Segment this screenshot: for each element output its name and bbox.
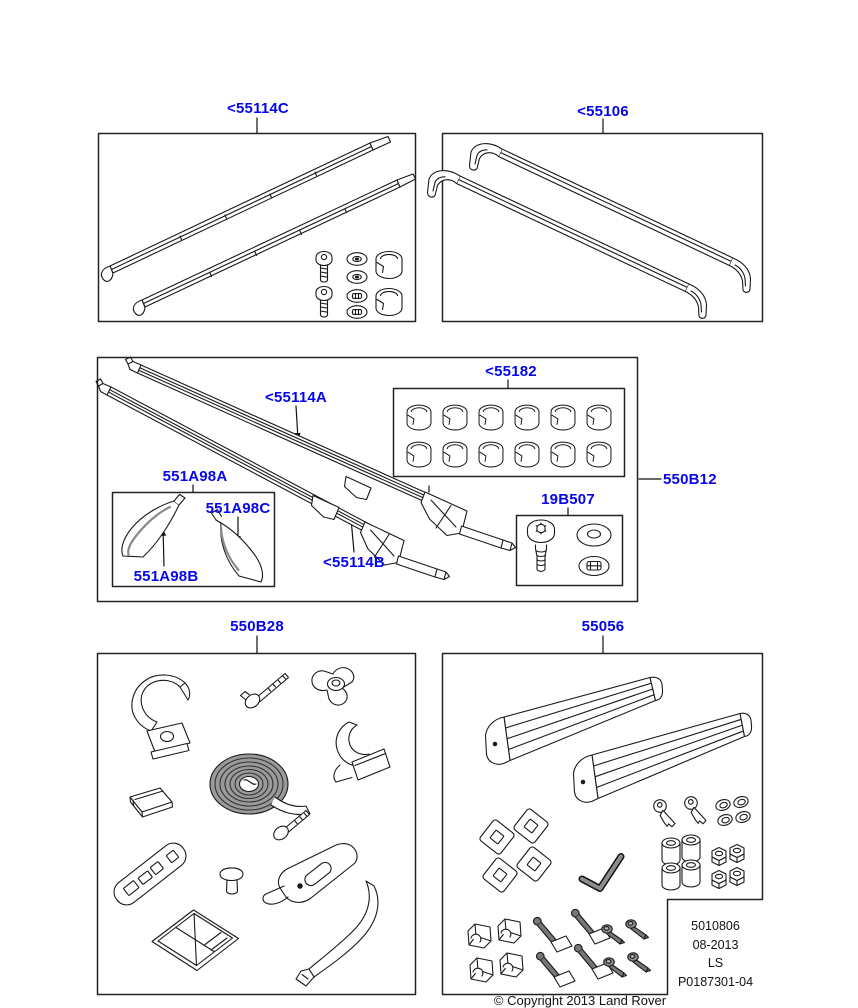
part-label-55114c: <55114C	[227, 100, 289, 117]
part-label-55114a: <55114A	[265, 389, 327, 406]
part-label-55106: <55106	[577, 103, 629, 120]
part-rail-55114b	[95, 378, 451, 581]
plate-drawing-number: P0187301-04	[677, 974, 754, 989]
part-screw-kit-19b507	[526, 519, 612, 577]
panel-border-55056	[441, 652, 764, 996]
plate-code: LS	[707, 956, 724, 970]
panel-border-550b12	[96, 356, 639, 603]
part-rail-55114a	[124, 356, 517, 552]
panel-border-55114c	[97, 132, 417, 323]
part-cap-set-55182	[406, 404, 612, 468]
part-label-55182: <55182	[485, 363, 537, 380]
copyright-footer: © Copyright 2013 Land Rover	[493, 993, 667, 1008]
plate-part-number: 5010806	[691, 919, 740, 933]
drawing-info-plate: 5010806 08-2013 LS P0187301-04	[667, 917, 764, 991]
panel-border-55106	[441, 132, 764, 323]
part-label-19b507: 19B507	[541, 491, 595, 508]
part-label-550b28: 550B28	[230, 618, 284, 635]
part-ski-carrier-55056	[467, 676, 753, 988]
part-roof-rails-55114c	[100, 135, 417, 316]
plate-date: 08-2013	[692, 937, 739, 952]
part-label-551a98b: 551A98B	[133, 568, 199, 585]
part-rail-fixings-55114c	[315, 250, 403, 319]
inner-border-551a98	[111, 491, 276, 588]
part-label-55056: 55056	[581, 618, 625, 635]
inner-border-55182	[392, 387, 626, 478]
part-fitting-kit-550b28	[113, 667, 391, 987]
part-label-551a98c: 551A98C	[205, 500, 271, 517]
leader-lines	[162, 117, 662, 654]
inner-border-19b507	[515, 514, 624, 587]
part-finishers-551a98	[121, 493, 264, 583]
part-cross-bars-55106	[426, 143, 752, 319]
part-label-550b12: 550B12	[663, 471, 717, 488]
part-label-55114b: <55114B	[323, 554, 385, 571]
panel-border-550b28	[96, 652, 417, 996]
part-label-551a98a: 551A98A	[162, 468, 228, 485]
